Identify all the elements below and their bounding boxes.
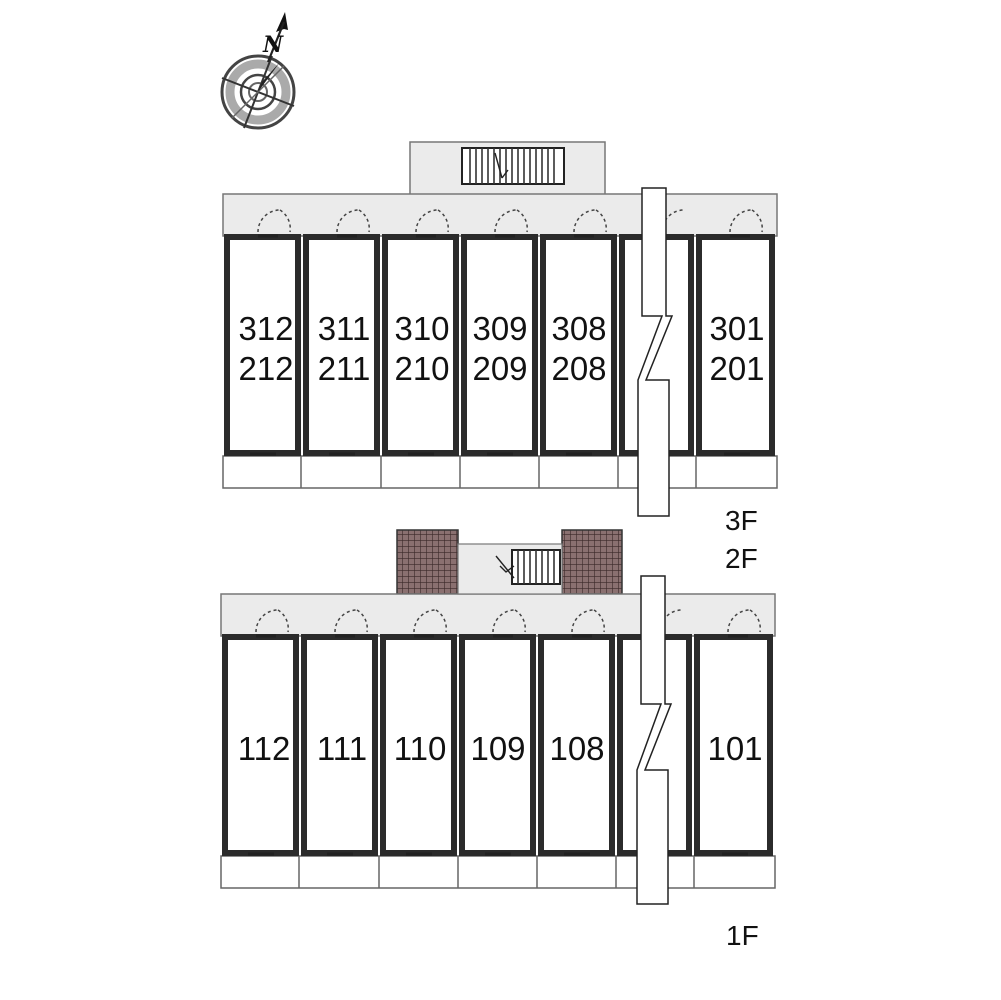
compass-north-label: N: [262, 32, 284, 58]
unit-label-310: 310: [394, 310, 449, 347]
unit-label-209: 209: [472, 350, 527, 387]
unit-label-308: 308: [551, 310, 606, 347]
floor-label-1f: 1F: [726, 920, 759, 951]
upper-block: [222, 141, 778, 517]
compass-rose-icon: [220, 12, 296, 130]
floor-label-3f: 3F: [725, 505, 758, 536]
unit-108: [538, 634, 617, 888]
break-line-lower: [636, 575, 673, 905]
staircase-icon-lower: [457, 543, 563, 595]
unit-label-112: 112: [238, 730, 291, 767]
unit-109: [459, 634, 538, 888]
unit-301-201: [696, 234, 775, 456]
unit-label-312: 312: [238, 310, 293, 347]
unit-label-109: 109: [470, 730, 525, 767]
unit-111: [301, 634, 380, 888]
upper-unit-labels: 312 212 311 211 310 210 309 209 308 208 …: [238, 310, 764, 387]
unit-label-311: 311: [318, 310, 371, 347]
unit-label-110: 110: [394, 730, 447, 767]
door-marks-upper: [250, 234, 750, 456]
lower-block: [220, 529, 776, 905]
unit-312-212: [224, 234, 302, 488]
unit-label-108: 108: [549, 730, 604, 767]
unit-101: [694, 634, 773, 856]
lower-unit-labels: 112 111 110 109 108 101: [238, 730, 763, 767]
unit-label-201: 201: [709, 350, 764, 387]
door-marks-lower: [248, 634, 748, 856]
unit-112: [222, 634, 300, 888]
unit-label-111: 111: [317, 730, 367, 767]
unit-label-309: 309: [472, 310, 527, 347]
unit-309-209: [461, 234, 540, 488]
unit-label-301: 301: [709, 310, 764, 347]
staircase-icon: [461, 147, 565, 185]
break-line-upper: [637, 187, 674, 517]
floor-label-2f: 2F: [725, 543, 758, 574]
hatched-landing-right: [561, 529, 623, 595]
unit-110: [380, 634, 459, 888]
door-swing-icons-lower: [255, 609, 762, 633]
unit-311-211: [303, 234, 382, 488]
door-swing-icons-upper: [257, 209, 764, 233]
unit-label-212: 212: [238, 350, 293, 387]
unit-label-210: 210: [394, 350, 449, 387]
unit-308-208: [540, 234, 619, 488]
unit-label-101: 101: [707, 730, 762, 767]
unit-label-211: 211: [318, 350, 371, 387]
hatched-landing-left: [396, 529, 459, 595]
unit-label-208: 208: [551, 350, 606, 387]
unit-310-210: [382, 234, 461, 488]
